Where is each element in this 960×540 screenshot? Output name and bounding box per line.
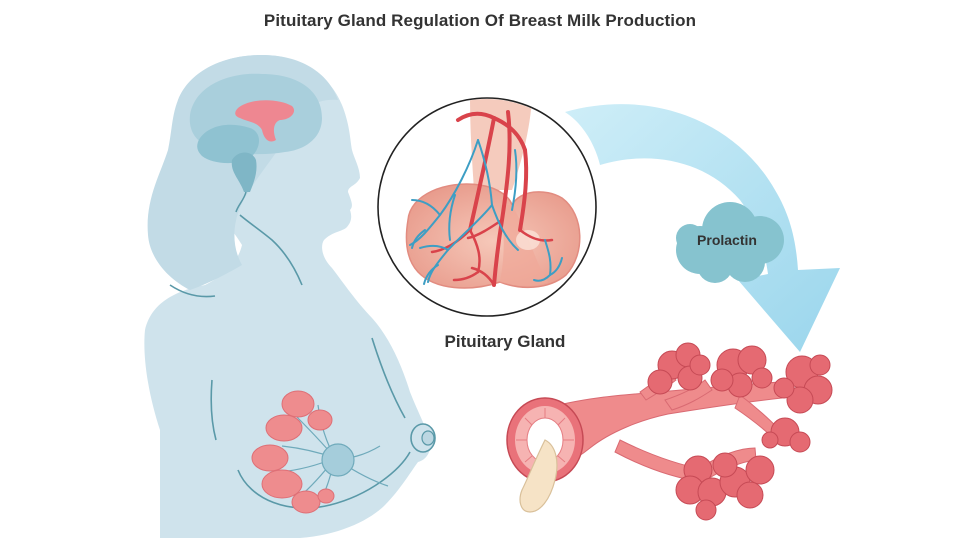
milk-duct-icon (506, 397, 584, 513)
nipple (410, 423, 436, 453)
alveoli-icon (506, 342, 833, 521)
mammary-gland-icon (251, 390, 389, 514)
page-title: Pituitary Gland Regulation Of Breast Mil… (263, 11, 697, 30)
arrow-icon (565, 104, 840, 353)
prolactin-label: Prolactin (697, 232, 757, 248)
pituitary-gland-label: Pituitary Gland (444, 332, 566, 351)
woman-silhouette (144, 55, 436, 538)
pituitary-zoom (377, 97, 597, 317)
prolactin-cloud-icon (676, 202, 784, 283)
pituitary-gland-icon (235, 100, 295, 142)
